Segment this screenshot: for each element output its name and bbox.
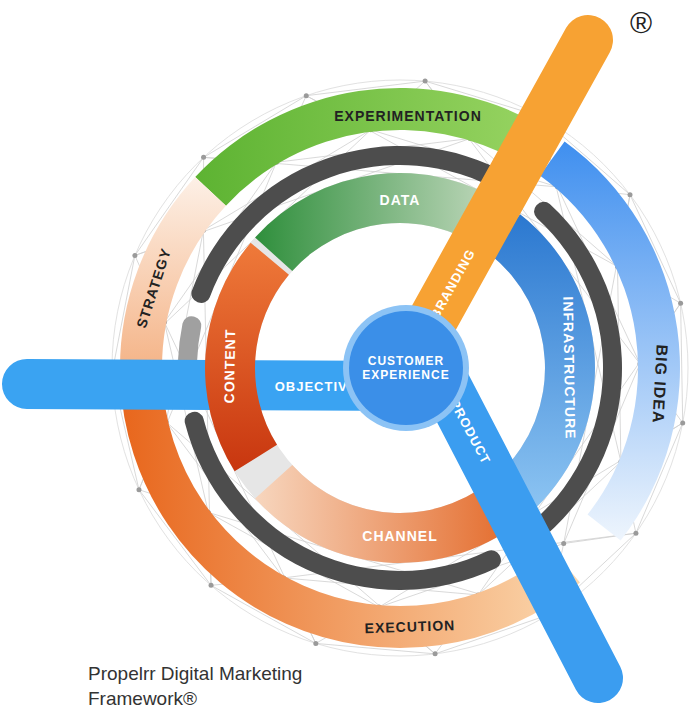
mesh-dot	[209, 583, 214, 588]
band-label: DATA	[380, 192, 421, 209]
mesh-dot	[423, 79, 428, 84]
blade-shape	[27, 384, 420, 386]
mesh-dot	[132, 253, 137, 258]
hub-shape	[349, 311, 463, 425]
band-shape	[255, 465, 535, 563]
band-shape	[120, 376, 580, 648]
mesh-dot	[313, 641, 318, 646]
mesh-line	[681, 303, 683, 423]
mesh-dot	[678, 301, 683, 306]
band-label: EXECUTION	[364, 617, 455, 637]
mesh-dot	[561, 541, 566, 546]
band-label: EXPERIMENTATION	[334, 108, 482, 125]
mesh-dot	[633, 531, 638, 536]
mesh-dot	[201, 155, 206, 160]
node-shape	[205, 242, 289, 472]
hub-halo	[343, 305, 469, 431]
mesh-dot	[433, 651, 438, 656]
mesh-dot	[136, 487, 141, 492]
hub-circle: CUSTOMER EXPERIENCE	[349, 311, 463, 425]
hub-label: CUSTOMER EXPERIENCE	[358, 354, 454, 383]
band-label: CONTENT	[221, 329, 239, 404]
band-shape	[205, 243, 289, 472]
ring-base	[178, 146, 622, 590]
ring-band: CONTENT	[205, 242, 289, 472]
mesh-dot	[304, 93, 309, 98]
registered-mark: ®	[630, 6, 652, 40]
mesh-dot	[680, 420, 685, 425]
band-shape	[540, 141, 680, 540]
mesh-dot	[628, 192, 633, 197]
band-label: CHANNEL	[362, 528, 437, 545]
framework-caption: Propelrr Digital Marketing Framework®	[88, 662, 303, 711]
band-label: INFRASTRUCTURE	[559, 296, 578, 439]
